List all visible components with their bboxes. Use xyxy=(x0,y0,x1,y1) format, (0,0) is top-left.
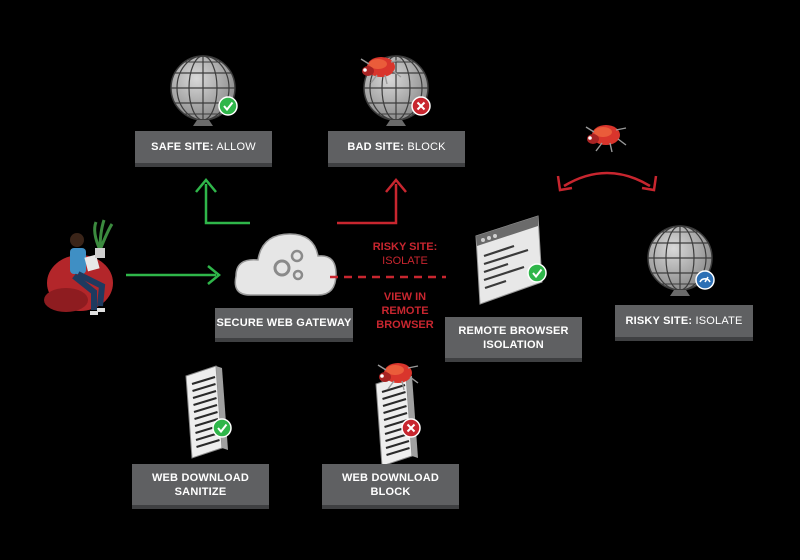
view-remote-annotation: VIEW IN REMOTE BROWSER xyxy=(362,290,448,332)
risky-site-label: RISKY SITE: ISOLATE xyxy=(615,305,753,337)
user-on-beanbag-icon xyxy=(44,219,114,315)
risky-site-label-rest: ISOLATE xyxy=(695,315,743,327)
risky-bug-icon xyxy=(585,124,627,153)
risky-isolate-line1: RISKY SITE: xyxy=(372,241,438,253)
rbi-check-icon xyxy=(527,263,547,283)
safe-site-globe-icon xyxy=(170,55,236,127)
gateway-label-text: SECURE WEB GATEWAY xyxy=(216,317,352,329)
risky-isolate-annotation: RISKY SITE: ISOLATE xyxy=(362,240,448,268)
download-sanitize-line2: SANITIZE xyxy=(174,485,227,498)
rbi-label: REMOTE BROWSER ISOLATION xyxy=(445,317,582,358)
allow-arrow xyxy=(204,184,250,225)
sanitize-document-icon xyxy=(184,364,230,460)
view-remote-line1: VIEW IN xyxy=(383,291,427,303)
bad-site-label: BAD SITE: BLOCK xyxy=(328,131,465,163)
view-remote-line3: BROWSER xyxy=(376,319,434,331)
risky-double-arrow xyxy=(563,171,651,188)
bad-site-label-bold: BAD SITE: xyxy=(347,141,405,153)
sanitize-check-icon xyxy=(212,418,232,438)
gateway-label: SECURE WEB GATEWAY xyxy=(215,308,353,338)
browser-window-icon xyxy=(475,215,543,305)
block-arrow xyxy=(337,184,398,225)
safe-site-label-rest: ALLOW xyxy=(216,141,256,153)
bad-site-label-rest: BLOCK xyxy=(407,141,446,153)
block-cross-icon xyxy=(411,96,431,116)
safe-site-label-bold: SAFE SITE: xyxy=(151,141,214,153)
download-block-cross-icon xyxy=(401,418,421,438)
secure-web-gateway-cloud-icon xyxy=(234,233,337,296)
allow-check-icon xyxy=(218,96,238,116)
download-sanitize-line1: WEB DOWNLOAD xyxy=(151,471,250,484)
rbi-label-line2: ISOLATION xyxy=(483,338,544,351)
safe-site-label: SAFE SITE: ALLOW xyxy=(135,131,272,163)
download-block-line1: WEB DOWNLOAD xyxy=(341,471,440,484)
view-remote-line2: REMOTE xyxy=(381,305,429,317)
download-block-label: WEB DOWNLOAD BLOCK xyxy=(322,464,459,505)
risky-isolate-line2: ISOLATE xyxy=(382,255,428,267)
download-sanitize-label: WEB DOWNLOAD SANITIZE xyxy=(132,464,269,505)
risky-site-label-bold: RISKY SITE: xyxy=(625,315,693,327)
download-block-line2: BLOCK xyxy=(370,485,411,498)
speed-gauge-icon xyxy=(695,270,715,290)
rbi-label-line1: REMOTE BROWSER xyxy=(458,324,569,337)
